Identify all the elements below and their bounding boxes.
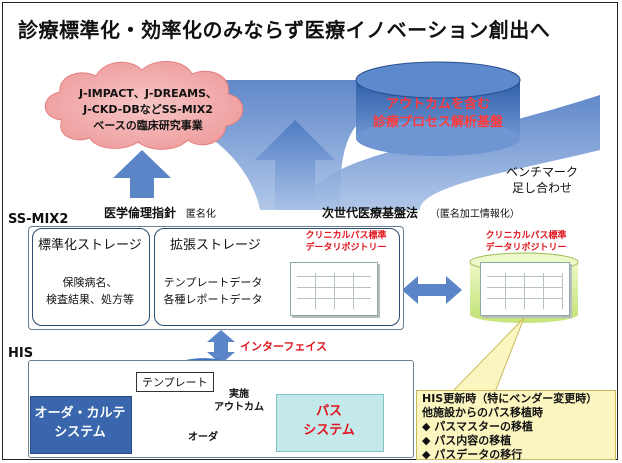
analysis-platform-text: アウトカムを含む 診療プロセス解析基盤: [368, 96, 508, 132]
clinical-path-document-left: [290, 262, 378, 316]
repo-left-line-1: クリニカルパス標準: [305, 231, 387, 241]
cylinder-line-2: 診療プロセス解析基盤: [372, 115, 503, 130]
cloud-line-2: J-CKD-DBなどSS-MIX2: [83, 103, 213, 116]
callout-head-1: HIS更新時（特にベンダー変更時）: [422, 392, 598, 405]
order-label: オーダ: [188, 432, 218, 443]
order-system-box: [30, 396, 132, 454]
benchmark-text: ベンチマーク 足し合わせ: [506, 164, 578, 196]
research-cloud-text: J-IMPACT、J-DREAMS、 J-CKD-DBなどSS-MIX2 ベース…: [68, 86, 228, 134]
callout-bullet-2: ◆ パス内容の移植: [422, 434, 512, 447]
path-system-box: [276, 394, 384, 452]
extended-storage-title: 拡張ストレージ: [170, 238, 261, 253]
figure-frame: [2, 2, 618, 460]
order-system-text: オーダ・カルテ システム: [30, 404, 130, 442]
cylinder-line-1: アウトカムを含む: [385, 97, 490, 112]
implement-line-1: 実施: [229, 389, 249, 400]
cloud-line-1: J-IMPACT、J-DREAMS、: [79, 87, 217, 100]
standard-line-1: 保険病名、: [62, 276, 118, 289]
ssmix2-label: SS-MIX2: [8, 212, 69, 227]
path-system-text: パス システム: [276, 402, 382, 440]
clinical-repo-left-label: クリニカルパス標準 データリポジトリー: [296, 230, 396, 254]
nextgen-note: （匿名加工情報化）: [429, 209, 520, 220]
research-cloud: [44, 60, 244, 150]
repo-left-line-2: データリポジトリー: [305, 243, 387, 253]
ethics-note: 匿名化: [185, 209, 216, 220]
his-update-callout: [416, 390, 616, 460]
repo-right-line-1: クリニカルパス標準: [485, 231, 567, 241]
path-line-1: パス: [315, 404, 342, 419]
benchmark-line-1: ベンチマーク: [506, 165, 579, 179]
implement-line-2: アウトカム: [214, 402, 264, 413]
exchange-arrow: [402, 276, 462, 304]
repo-right-line-2: データリポジトリー: [485, 243, 567, 253]
implement-outcome-text: 実施 アウトカム: [214, 388, 264, 414]
extended-storage-text: テンプレートデータ 各種レポートデータ: [163, 274, 263, 308]
interface-arrow: [207, 330, 235, 364]
callout-bullet-1: ◆ パスマスターの移植: [422, 420, 533, 433]
path-line-2: システム: [303, 423, 355, 438]
ethics-label: 医学倫理指針: [104, 206, 177, 220]
order-line-2: システム: [54, 425, 106, 440]
analysis-cylinder: [355, 61, 521, 156]
standard-storage-panel: [32, 228, 150, 326]
extended-line-2: 各種レポートデータ: [163, 293, 263, 306]
cloud-line-3: ベースの臨床研究事業: [93, 119, 203, 132]
callout-head-2: 他施設からのパス移植時: [422, 406, 543, 419]
extended-line-1: テンプレートデータ: [163, 276, 263, 289]
up-arrow-cloud: [113, 150, 171, 198]
standard-storage-text: 保険病名、 検査結果、処方等: [40, 274, 140, 308]
callout-text: HIS更新時（特にベンダー変更時） 他施設からのパス移植時 ◆ パスマスターの移…: [422, 392, 597, 462]
order-line-1: オーダ・カルテ: [34, 406, 126, 421]
clinical-path-document-right: [480, 262, 570, 316]
template-tag: テンプレート: [136, 372, 214, 392]
ethics-guideline: 医学倫理指針 匿名化: [104, 204, 216, 221]
standard-storage-title: 標準化ストレージ: [38, 238, 142, 253]
callout-bullet-3: ◆ パスデータの移行: [422, 448, 523, 461]
his-label: HIS: [8, 346, 34, 361]
diagram-title: 診療標準化・効率化のみならず医療イノベーション創出へ: [18, 18, 551, 42]
nextgen-label: 次世代医療基盤法: [322, 206, 419, 220]
benchmark-line-2: 足し合わせ: [512, 181, 573, 195]
clinical-repo-right-label: クリニカルパス標準 データリポジトリー: [474, 230, 578, 254]
nextgen-law: 次世代医療基盤法 （匿名加工情報化）: [322, 204, 520, 221]
callout-pointer: [450, 317, 525, 393]
standard-line-2: 検査結果、処方等: [46, 293, 134, 306]
interface-label: インターフェイス: [240, 340, 328, 353]
